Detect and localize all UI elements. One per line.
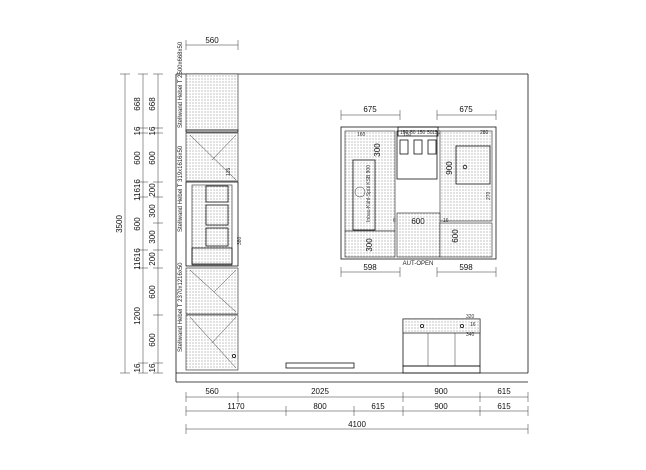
- dim-row3-4100: 4100: [348, 420, 366, 429]
- plan-label-300-bot: 300: [365, 238, 374, 252]
- plan-label-6: 6: [393, 218, 396, 224]
- dim-c3-16: 16: [148, 126, 157, 135]
- panel-label-top: Stellwand Hebel T 2500x668x50: [178, 41, 184, 128]
- cabinet-dim-340: 340: [466, 332, 475, 338]
- dim-c2-668: 668: [133, 97, 142, 111]
- plan-dim-598-left: 598: [363, 263, 377, 272]
- dim-c2-16b: 16: [133, 363, 142, 372]
- plan-50-b: 50: [427, 130, 433, 136]
- svg-text:150: 150: [403, 132, 412, 138]
- panel-label-mid: Stellwand Hebel T 319x1616x50: [178, 145, 184, 232]
- plan-dim-675-left: 675: [363, 105, 377, 114]
- plan-dim-598-right: 598: [459, 263, 473, 272]
- plan-dim-675-right: 675: [459, 105, 473, 114]
- dim-3500: 3500: [115, 215, 124, 233]
- dim-c3-300: 300: [148, 204, 157, 218]
- cabinet-dim-320: 320: [466, 314, 475, 320]
- svg-text:280: 280: [480, 130, 489, 136]
- dim-560-top: 560: [205, 36, 219, 45]
- plan-label-16: 16: [443, 218, 449, 224]
- svg-text:380: 380: [237, 236, 243, 245]
- left-dimensions: 3500 668 16 600 11616 600 11616 1200 16 …: [115, 73, 163, 374]
- dim-c3-200: 200: [148, 183, 157, 197]
- base-cabinet-right: 320 16 340: [402, 314, 481, 374]
- dim-c3-300b: 300: [148, 230, 157, 244]
- dim-row1-900: 900: [434, 387, 448, 396]
- dim-c3-200b: 200: [148, 252, 157, 266]
- dim-c3-668: 668: [148, 97, 157, 111]
- dim-c3-600: 600: [148, 151, 157, 165]
- upper-cabinet: [185, 132, 239, 182]
- dim-row2-615: 615: [371, 402, 385, 411]
- dim-c3-600c: 600: [148, 285, 157, 299]
- dim-row2-1170: 1170: [227, 402, 245, 411]
- top-dimension-560: 560: [185, 36, 239, 50]
- panel-label-bot: Stellwand Hebel T 2370x1216x50: [178, 262, 184, 352]
- tall-cabinet-column: 135 380: [185, 73, 243, 371]
- dim-row2-800: 800: [313, 402, 327, 411]
- plan-label-900: 900: [445, 161, 454, 175]
- dim-row1-615: 615: [497, 387, 511, 396]
- plan-caption: AUT-OPEN: [403, 261, 434, 267]
- dim-c2-11616a: 11616: [133, 179, 142, 201]
- cabinet-dim-16: 16: [470, 322, 476, 328]
- plan-label-600-mid: 600: [411, 217, 425, 226]
- plan-150-a: 150: [400, 130, 409, 136]
- floor-plan-view: 675 675 150 150 50 150 50 150 3: [340, 105, 497, 277]
- svg-text:135: 135: [226, 167, 232, 176]
- dim-row1-2025: 2025: [311, 387, 329, 396]
- dim-c3-600d: 600: [148, 333, 157, 347]
- plan-50-a: 50: [410, 130, 416, 136]
- dim-row2-900: 900: [434, 402, 448, 411]
- svg-text:270: 270: [486, 191, 492, 200]
- svg-text:160: 160: [357, 132, 366, 138]
- dim-c2-16: 16: [133, 126, 142, 135]
- dim-c2-1200: 1200: [133, 307, 142, 325]
- plan-150-c: 150: [432, 130, 441, 136]
- dim-c2-600b: 600: [133, 217, 142, 231]
- side-panel-labels: Stellwand Hebel T 2500x668x50 Stellwand …: [178, 41, 184, 352]
- upper-panel-hatched: [185, 73, 239, 131]
- dim-row2-615b: 615: [497, 402, 511, 411]
- oven-block: [185, 181, 239, 267]
- dim-c3-16b: 16: [148, 363, 157, 372]
- plan-label-600-right: 600: [451, 229, 460, 243]
- plan-rotated-note: Inbau-Kühl-Spül KSB 900: [366, 165, 372, 222]
- plan-label-300-top: 300: [373, 143, 382, 157]
- lower-cabinet-1: [185, 267, 239, 315]
- dim-row1-560: 560: [205, 387, 219, 396]
- bottom-dimensions: 560 2025 900 615 1170 800 615 900 615 41…: [185, 387, 529, 434]
- floor-bench: [285, 362, 355, 369]
- plan-150-b: 150: [417, 130, 426, 136]
- dim-c2-600: 600: [133, 151, 142, 165]
- dim-c2-11616b: 11616: [133, 248, 142, 270]
